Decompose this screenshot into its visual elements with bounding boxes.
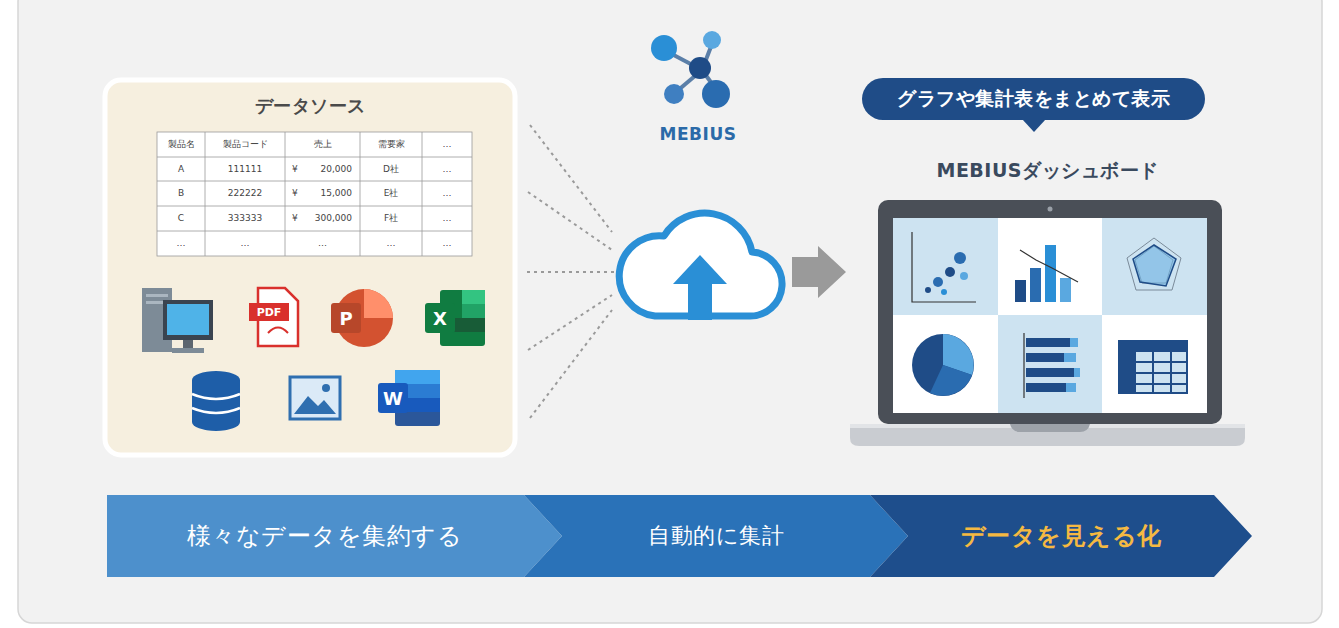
dotted-connector: [527, 272, 616, 273]
table-cell: …: [443, 132, 452, 157]
table-cell: E社: [384, 181, 399, 206]
node-text: MEBIUS: [660, 124, 737, 144]
table-cell: B: [178, 181, 184, 206]
image-icon: [290, 377, 340, 419]
table-cell: …: [443, 157, 452, 181]
step-band: 様々なデータを集約する: [107, 495, 562, 577]
powerpoint-letter: P: [339, 308, 352, 329]
table-cell: …: [387, 231, 396, 256]
pdf-icon: [249, 288, 298, 346]
powerpoint-icon: [331, 289, 393, 347]
table-cell: 111111: [228, 157, 262, 181]
source-panel: [105, 80, 515, 455]
table-cell: ¥: [292, 181, 298, 206]
table-cell: 製品コード: [223, 132, 268, 157]
table-cell: 222222: [228, 181, 262, 206]
table-cell: 売上: [314, 132, 332, 157]
table-cell: …: [443, 181, 452, 206]
block-arrow: [792, 246, 846, 298]
table-cell: 333333: [228, 206, 262, 231]
database-icon: [192, 371, 240, 431]
table-cell: F社: [384, 206, 398, 231]
source-box: データソース: [105, 80, 515, 455]
table-cell: …: [241, 231, 250, 256]
word-icon: [378, 370, 440, 426]
table-cell: ¥: [292, 206, 298, 231]
table-cell: 需要家: [378, 132, 405, 157]
mebius-logo: [651, 31, 730, 108]
table-cell: ¥: [292, 157, 298, 181]
callout-pointer: [1022, 119, 1046, 133]
table-cell: A: [178, 157, 184, 181]
word-letter: W: [383, 388, 403, 409]
pdf-icon-text: PDF: [257, 306, 282, 319]
step-band: 自動的に集計: [524, 495, 908, 577]
table-cell: 20,000: [321, 157, 353, 181]
background-panel: [18, 0, 1322, 623]
dashboard-laptop: MEBIUSダッシュボード: [850, 150, 1245, 446]
table-cell: …: [443, 206, 452, 231]
node-text: データソース: [255, 94, 366, 118]
step-band: データを見える化: [870, 495, 1252, 577]
node-text: グラフや集計表をまとめて表示: [897, 86, 1170, 112]
dashboard-charts: [912, 232, 1188, 398]
table-cell: …: [443, 231, 452, 256]
cloud-upload-icon: [619, 213, 782, 320]
table-cell: 15,000: [321, 181, 353, 206]
table-cell: …: [318, 231, 327, 256]
excel-letter: X: [433, 308, 447, 329]
data-table: [157, 132, 472, 256]
laptop: [850, 200, 1245, 446]
node-text: 自動的に集計: [648, 521, 784, 551]
table-cell: …: [177, 231, 186, 256]
node-text: データを見える化: [961, 520, 1162, 552]
table-cell: C: [178, 206, 184, 231]
callout-bubble: グラフや集計表をまとめて表示: [862, 78, 1205, 120]
excel-icon: [425, 290, 485, 346]
table-cell: D社: [383, 157, 399, 181]
table-cell: 300,000: [315, 206, 352, 231]
table-cell: 製品名: [168, 132, 195, 157]
mebius-hub: MEBIUS: [612, 20, 784, 325]
node-text: MEBIUSダッシュボード: [936, 158, 1158, 184]
node-text: 様々なデータを集約する: [187, 520, 463, 552]
computer-icon: [142, 288, 213, 353]
